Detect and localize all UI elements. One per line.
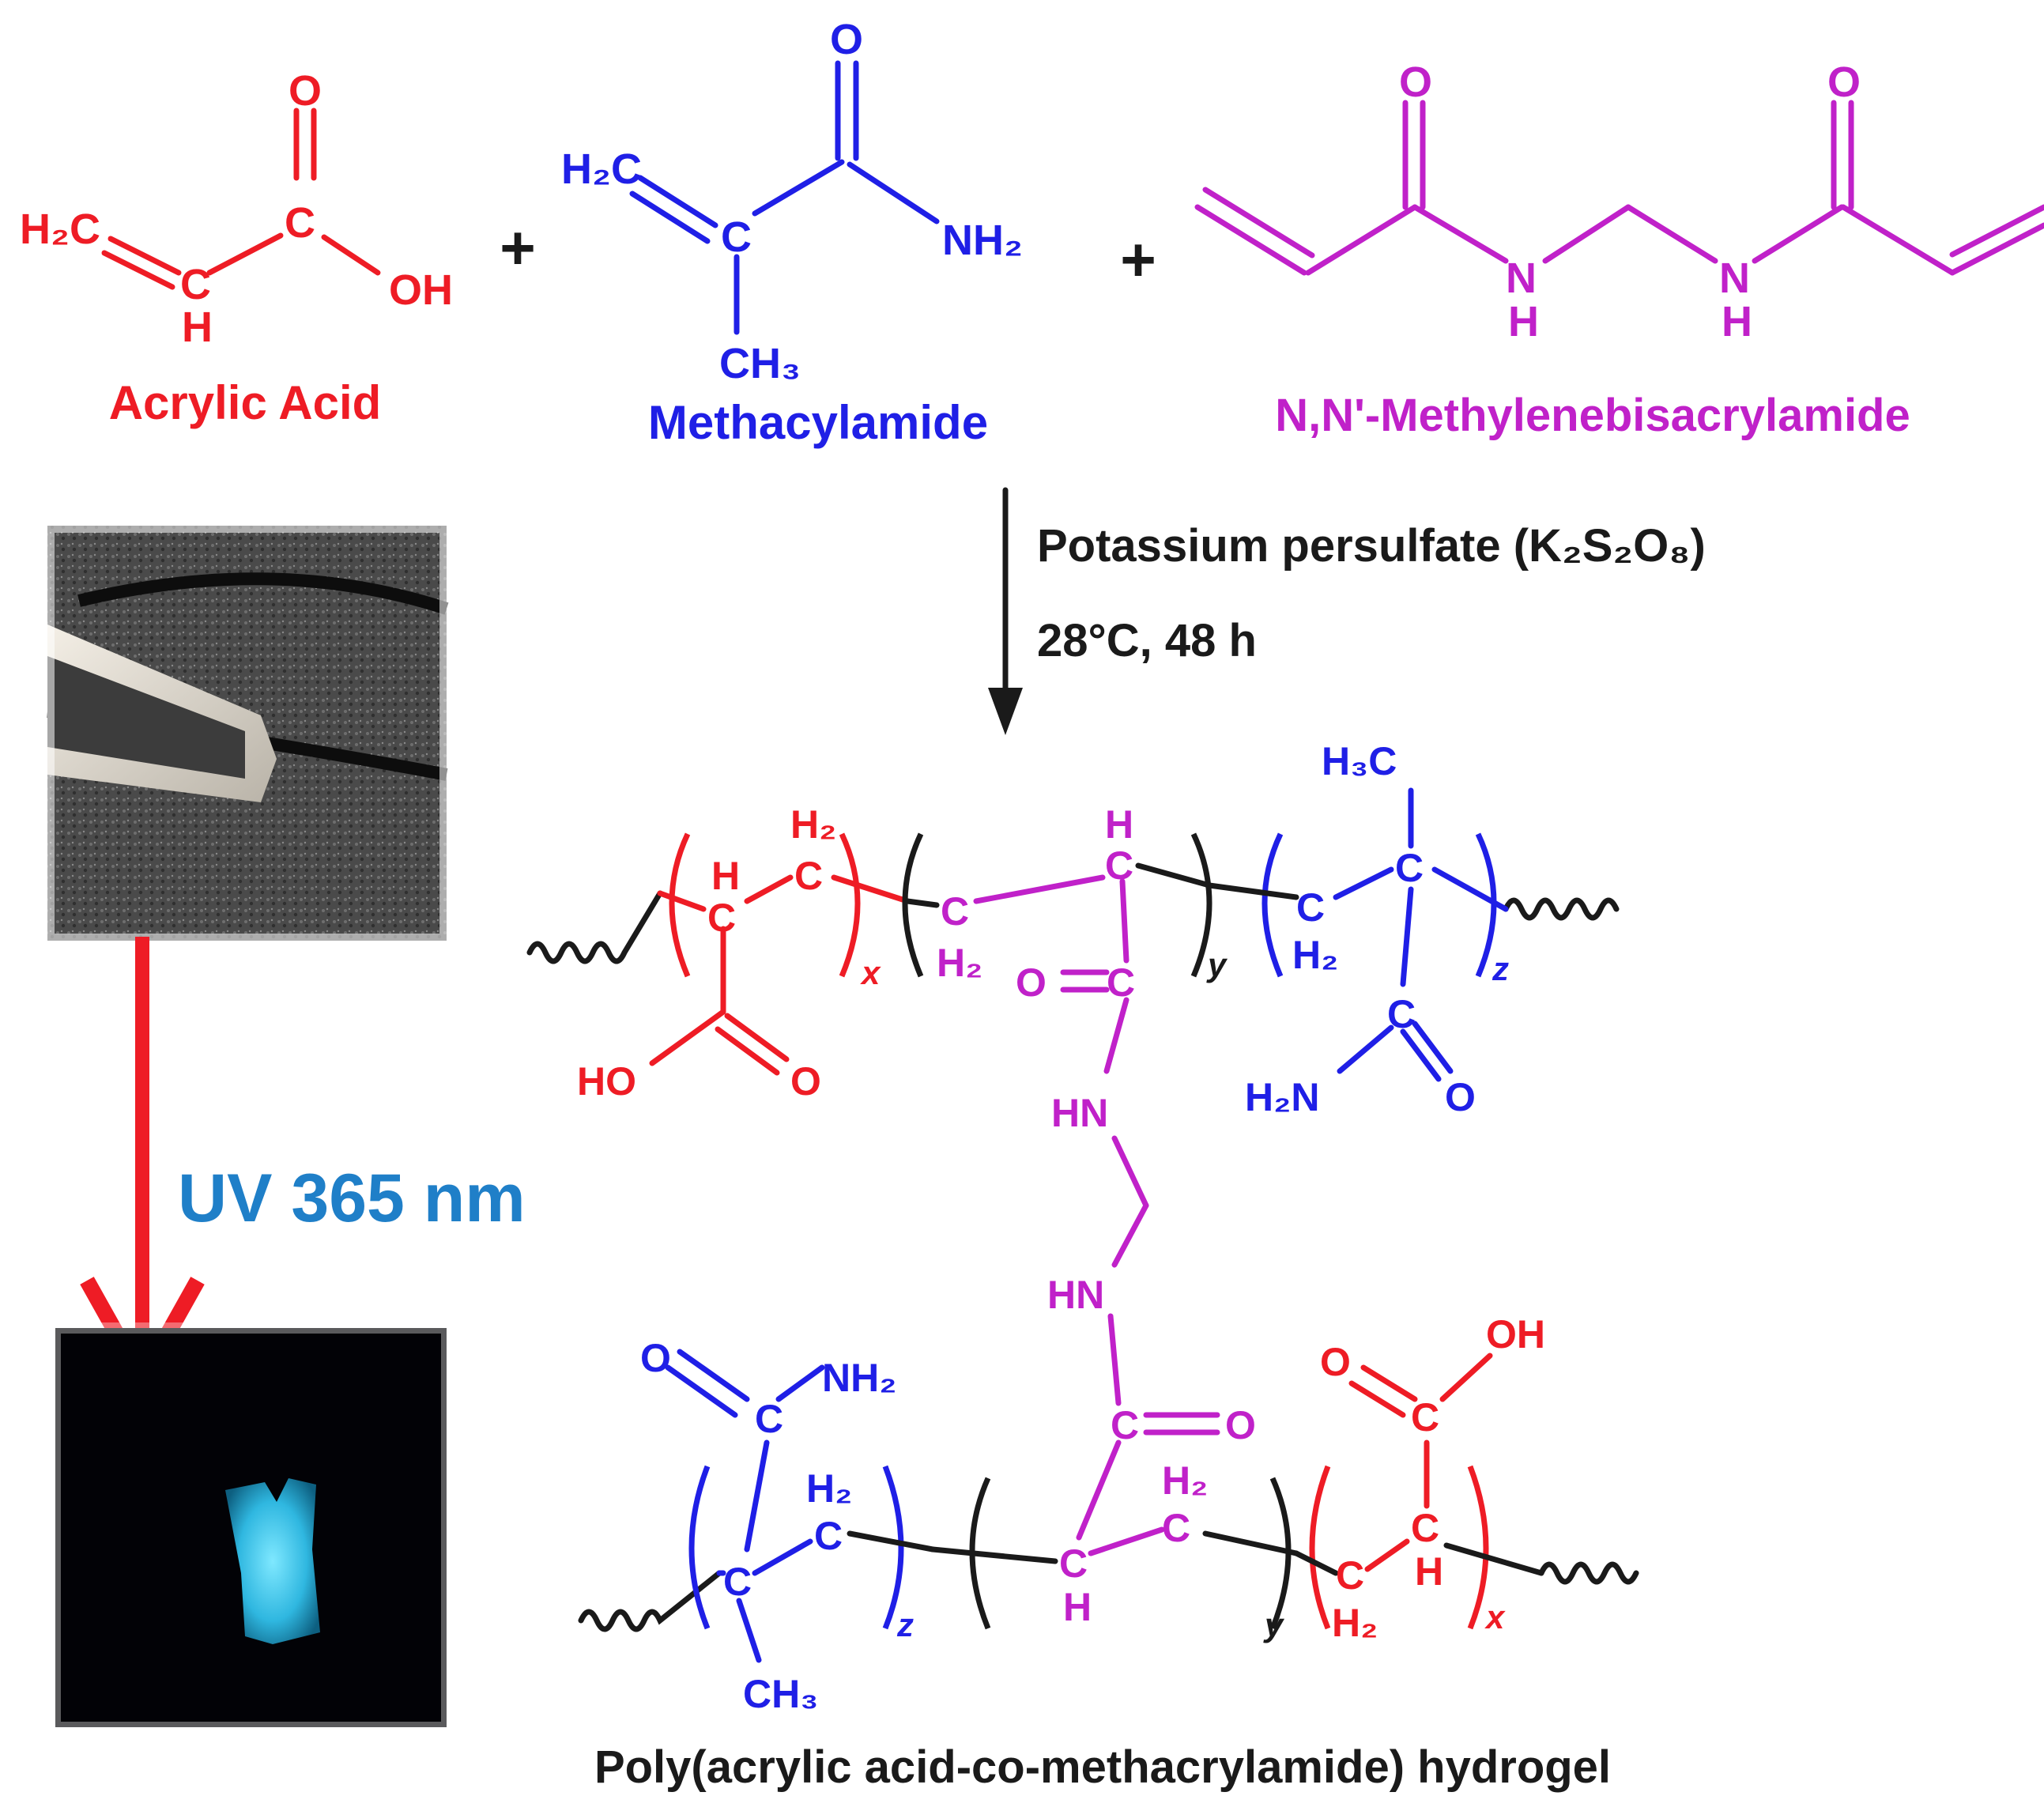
p-bmag-c1: C [1059,1541,1088,1586]
p-bmag-carbonyl: C [1111,1403,1139,1447]
p-bblue-nh2: NH₂ [822,1356,896,1400]
p-mag-carbonyl-top: C [1107,960,1135,1005]
p-bred-c1: C [1336,1553,1364,1598]
p-subscript-z-top: z [1492,950,1509,987]
p-mag-hn-top: HN [1051,1091,1108,1135]
reagent-label: Potassium persulfate (K₂S₂O₈) [1037,520,1706,572]
p-blue-h2n: H₂N [1245,1075,1319,1119]
mbaa-o2-label: O [1827,58,1861,106]
mbaa-o1-label: O [1399,58,1432,106]
p-bred-h: H [1415,1549,1443,1594]
methacrylamide-structure: H₂C C O NH₂ CH₃ Methacylamide [561,16,1023,449]
p-bblue-h2: H₂ [806,1466,852,1511]
acrylic-h-label: H [182,304,213,351]
methacrylamide-h2c-label: H₂C [561,145,642,193]
p-mag-h2: H₂ [937,941,982,985]
uv-label: UV 365 nm [178,1160,526,1236]
wavy-chain-end-right [1503,897,1620,921]
p-subscript-x-top: x [860,954,881,991]
reaction-arrow [988,487,1023,735]
p-blue-o: O [1445,1075,1476,1119]
methacrylamide-o-label: O [830,16,863,63]
p-mag-c2: C [1105,843,1133,888]
acrylic-c-label: C [180,261,211,308]
acrylic-carbonyl-c-label: C [285,199,315,247]
methacrylamide-nh2-label: NH₂ [942,217,1023,264]
p-blue-h3c: H₃C [1322,739,1397,783]
mbaa-n1-label: N [1506,255,1537,302]
p-bblue-ch3: CH₃ [743,1672,818,1716]
acrylic-oh-label: OH [389,266,453,314]
acrylic-o-label: O [288,67,322,115]
wavy-chain-end-left-bottom [578,1570,722,1632]
p-subscript-z-bottom: z [896,1606,914,1643]
p-bred-h2: H₂ [1332,1601,1378,1645]
p-mag-c1: C [941,889,969,934]
plus-sign-2: + [1120,224,1156,294]
p-subscript-y-top: y [1206,946,1228,983]
p-bred-carbonyl: C [1411,1395,1439,1439]
p-blue-c2: C [1296,885,1325,930]
acrylic-acid-structure: H₂C C H C O OH Acrylic Acid [20,67,453,429]
p-red-c2: C [794,854,823,898]
arrow-head-icon [988,688,1023,735]
p-bmag-c2: C [1162,1506,1190,1550]
methacrylamide-c-label: C [721,213,752,261]
product-name: Poly(acrylic acid-co-methacrylamide) hyd… [594,1741,1611,1793]
p-mag-hn-bottom: HN [1047,1273,1104,1317]
p-bmag-h2: H₂ [1162,1458,1208,1503]
product-top-chain: H C H₂ C HO O x C H₂ H C y H₃C C C H₂ z [526,739,1620,1406]
p-bred-c2: C [1411,1506,1439,1550]
p-bblue-c2: C [814,1514,843,1558]
p-bred-oh: OH [1486,1312,1545,1356]
p-blue-c1: C [1395,846,1424,890]
mbaa-h1-label: H [1508,298,1539,345]
methacrylamide-name: Methacylamide [648,396,988,449]
mbaa-n2-label: N [1719,255,1750,302]
mbaa-name: N,N'-Methylenebisacrylamide [1275,390,1910,441]
methacrylamide-ch3-label: CH₃ [719,340,801,387]
p-blue-amide-c: C [1387,992,1416,1036]
p-bmag-h: H [1063,1585,1092,1629]
wavy-chain-end-left [526,890,663,964]
plus-sign-1: + [500,213,536,282]
p-red-c1: C [707,896,736,940]
p-red-o: O [790,1059,821,1104]
mbaa-h2-label: H [1722,298,1752,345]
p-mag-o-top: O [1016,960,1047,1005]
p-red-ho: HO [577,1059,636,1104]
conditions-label: 28°C, 48 h [1037,615,1257,666]
acrylic-acid-name: Acrylic Acid [109,376,382,429]
p-mag-h: H [1105,802,1133,847]
p-bblue-amide-c: C [755,1397,783,1441]
p-bmag-o: O [1225,1403,1256,1447]
gel-photo-uv [50,1322,452,1733]
p-blue-h2: H₂ [1292,933,1338,977]
p-subscript-x-bottom: x [1484,1598,1506,1636]
acrylic-h2c-label: H₂C [20,206,100,253]
mbaa-structure: O O N H N H N,N'-Methylenebisacrylamide [1194,58,2044,441]
p-bred-o: O [1320,1340,1351,1384]
gel-photo-daylight [40,519,454,948]
p-bblue-o: O [640,1336,671,1380]
product-bottom-chain: C C H₂ C O NH₂ CH₃ z C H C H₂ C O y C H [578,1312,1639,1716]
uv-arrow [80,937,205,1387]
wavy-chain-end-right-bottom [1538,1561,1639,1585]
p-bblue-c1: C [723,1560,752,1604]
p-red-h2: H₂ [790,802,836,847]
glowing-gel-icon [225,1478,320,1644]
p-subscript-y-bottom: y [1263,1606,1285,1643]
p-red-h: H [711,854,740,898]
